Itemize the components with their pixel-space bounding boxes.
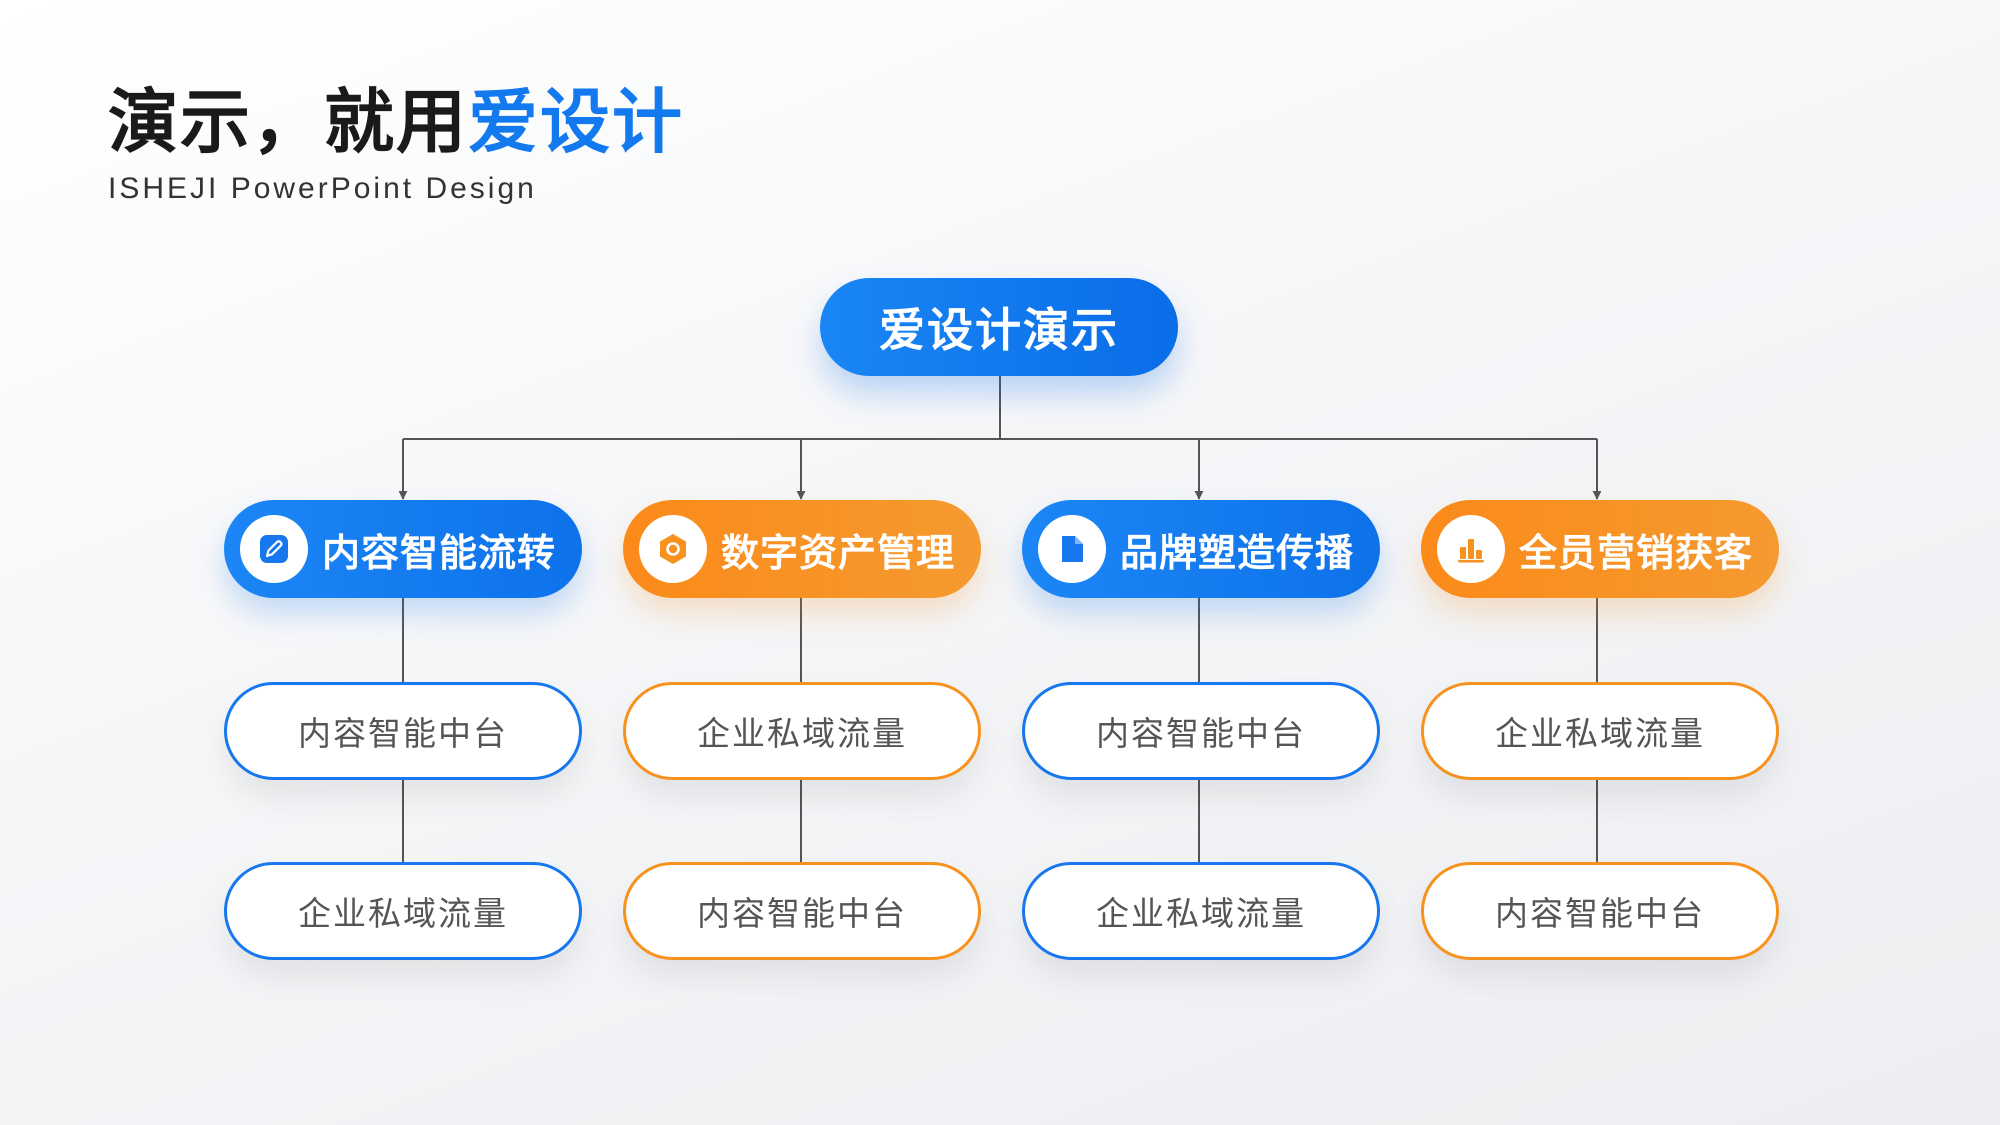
sub-node: 内容智能中台 bbox=[1421, 862, 1779, 960]
root-node: 爱设计演示 bbox=[820, 278, 1178, 376]
category-label: 全员营销获客 bbox=[1519, 530, 1754, 575]
category-label: 数字资产管理 bbox=[721, 530, 956, 575]
sub-node: 企业私域流量 bbox=[224, 862, 582, 960]
page-subtitle: ISHEJI PowerPoint Design bbox=[108, 172, 537, 205]
category-node-brand-building: 品牌塑造传播 bbox=[1022, 500, 1380, 598]
category-node-digital-assets: 数字资产管理 bbox=[623, 500, 981, 598]
title-accent: 爱设计 bbox=[468, 81, 684, 163]
title-main: 演示，就用 bbox=[108, 81, 468, 163]
sub-node: 企业私域流量 bbox=[1421, 682, 1779, 780]
sub-node: 内容智能中台 bbox=[1022, 682, 1380, 780]
sub-node: 企业私域流量 bbox=[1022, 862, 1380, 960]
category-label: 品牌塑造传播 bbox=[1120, 530, 1355, 575]
bar-chart-icon bbox=[1437, 515, 1505, 583]
sub-node: 企业私域流量 bbox=[623, 682, 981, 780]
document-icon bbox=[1038, 515, 1106, 583]
sub-node: 内容智能中台 bbox=[224, 682, 582, 780]
page-title: 演示，就用爱设计 bbox=[108, 84, 684, 161]
category-node-marketing: 全员营销获客 bbox=[1421, 500, 1779, 598]
edit-icon bbox=[240, 515, 308, 583]
hexagon-nut-icon bbox=[639, 515, 707, 583]
category-label: 内容智能流转 bbox=[322, 530, 557, 575]
sub-node: 内容智能中台 bbox=[623, 862, 981, 960]
category-node-content-flow: 内容智能流转 bbox=[224, 500, 582, 598]
